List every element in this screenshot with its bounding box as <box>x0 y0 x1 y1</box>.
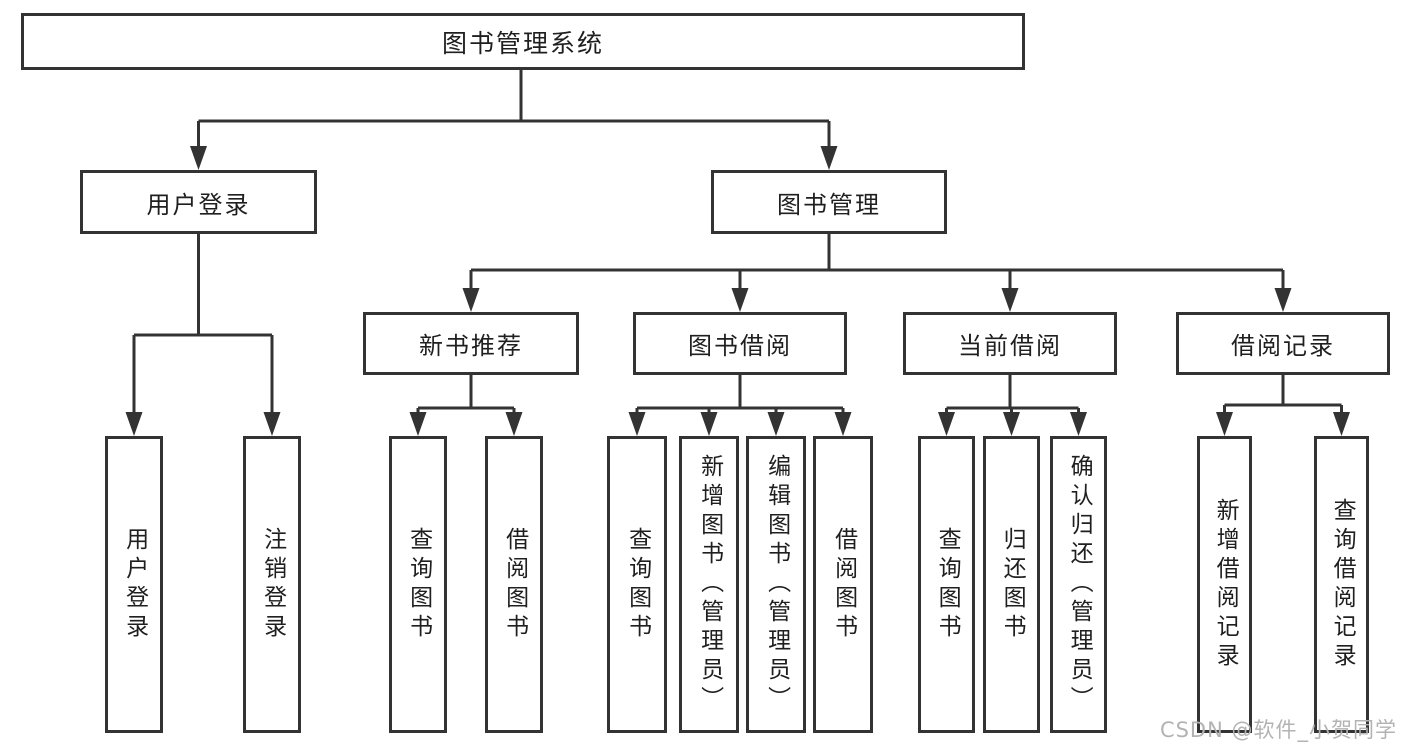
arrowhead-down-icon <box>938 412 955 436</box>
connector-line <box>469 234 1285 289</box>
leaf-label: 归还图书 <box>999 526 1026 643</box>
arrowhead-down-icon <box>1333 412 1350 436</box>
leaf-query-books-recommend: 查询图书 <box>389 436 447 733</box>
connector-line <box>197 70 831 147</box>
node-label: 图书借阅 <box>688 332 792 360</box>
leaf-label: 编辑图书（管理员） <box>763 454 790 715</box>
node-label: 当前借阅 <box>958 332 1062 360</box>
leaf-label: 新增图书（管理员） <box>696 454 723 715</box>
arrowhead-down-icon <box>462 288 480 312</box>
connector-line <box>416 375 516 413</box>
arrowhead-down-icon <box>409 412 427 436</box>
arrowhead-down-icon <box>1003 412 1020 436</box>
leaf-return-book: 归还图书 <box>983 436 1040 733</box>
node-library-management-system: 图书管理系统 <box>21 13 1025 70</box>
connector-user-login-to-leaves <box>125 234 281 436</box>
node-user-login: 用户登录 <box>80 170 317 234</box>
node-book-management: 图书管理 <box>711 170 947 234</box>
leaf-label: 用户登录 <box>121 526 148 643</box>
connector-book-management-to-level3 <box>462 234 1292 312</box>
node-new-book-recommend: 新书推荐 <box>363 312 579 375</box>
leaf-borrow-books-recommend: 借阅图书 <box>485 436 543 733</box>
arrowhead-down-icon <box>1070 412 1087 436</box>
node-label: 图书管理 <box>777 190 881 219</box>
arrowhead-down-icon <box>628 412 646 436</box>
leaf-query-books-borrow: 查询图书 <box>607 436 667 733</box>
node-book-borrow: 图书借阅 <box>633 312 847 375</box>
connector-new-book-recommend-to-leaves <box>409 375 523 436</box>
leaf-label: 查询图书 <box>934 526 961 643</box>
arrowhead-down-icon <box>1274 288 1292 312</box>
connector-root-to-level2 <box>190 70 838 170</box>
node-label: 图书管理系统 <box>441 28 604 58</box>
connector-book-borrow-to-leaves <box>628 375 852 436</box>
leaf-label: 查询图书 <box>405 526 432 643</box>
arrowhead-down-icon <box>767 412 785 436</box>
leaf-label: 注销登录 <box>259 526 286 643</box>
arrowhead-down-icon <box>1001 288 1019 312</box>
arrowhead-down-icon <box>263 412 281 436</box>
node-label: 新书推荐 <box>419 332 523 360</box>
leaf-confirm-return-admin: 确认归还（管理员） <box>1050 436 1107 733</box>
connector-current-borrow-to-leaves <box>938 375 1087 436</box>
leaf-label: 新增借阅记录 <box>1212 497 1239 672</box>
arrowhead-down-icon <box>125 412 143 436</box>
leaf-label: 借阅图书 <box>830 526 857 643</box>
arrowhead-down-icon <box>820 146 838 170</box>
node-borrow-records: 借阅记录 <box>1176 312 1390 375</box>
node-label: 借阅记录 <box>1231 332 1335 360</box>
node-label: 用户登录 <box>146 190 251 219</box>
arrowhead-down-icon <box>731 288 749 312</box>
arrowhead-down-icon <box>190 146 207 170</box>
leaf-query-borrow-record: 查询借阅记录 <box>1314 436 1369 733</box>
connector-borrow-records-to-leaves <box>1216 375 1350 436</box>
leaf-edit-book-admin: 编辑图书（管理员） <box>746 436 806 733</box>
arrowhead-down-icon <box>505 412 523 436</box>
connector-line <box>132 234 274 413</box>
leaf-label: 查询借阅记录 <box>1329 497 1356 672</box>
leaf-user-login: 用户登录 <box>105 436 163 733</box>
csdn-watermark: CSDN @软件_小贺同学 <box>1159 718 1397 742</box>
leaf-label: 确认归还（管理员） <box>1066 454 1093 715</box>
node-current-borrow: 当前借阅 <box>903 312 1117 375</box>
leaf-borrow-books: 借阅图书 <box>813 436 873 733</box>
connector-line <box>1223 375 1343 413</box>
leaf-label: 借阅图书 <box>501 526 528 643</box>
leaf-logout: 注销登录 <box>243 436 301 733</box>
arrowhead-down-icon <box>834 412 852 436</box>
arrowhead-down-icon <box>1216 412 1233 436</box>
leaf-label: 查询图书 <box>624 526 651 643</box>
arrowhead-down-icon <box>700 412 718 436</box>
leaf-add-book-admin: 新增图书（管理员） <box>679 436 739 733</box>
leaf-query-books-current: 查询图书 <box>918 436 975 733</box>
connector-line <box>945 375 1080 413</box>
leaf-add-borrow-record: 新增借阅记录 <box>1197 436 1252 733</box>
connector-line <box>635 375 845 413</box>
